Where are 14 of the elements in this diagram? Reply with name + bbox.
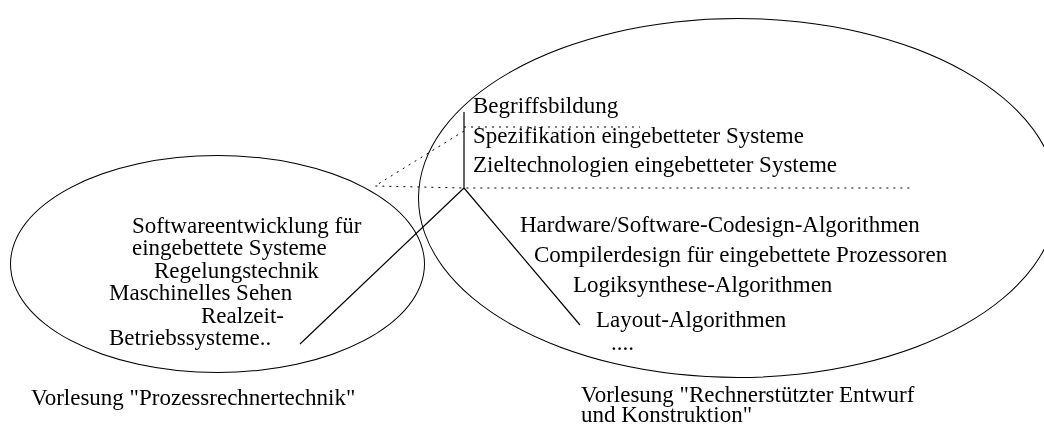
- connector-line: [299, 187, 465, 345]
- lecture-title: Vorlesung "Rechnerstützter Entwurf und Konstruktion": [581, 385, 916, 425]
- topic-text: Softwareentwicklung für eingebettete Systeme: [132, 215, 363, 259]
- topic-text: Hardware/Software-Codesign-Algorithmen: [520, 214, 920, 236]
- topic-text: Realzeit- Betriebssysteme..: [109, 305, 285, 349]
- topic-text: Layout-Algorithmen: [596, 309, 787, 331]
- topic-text: Logiksynthese-Algorithmen: [573, 274, 833, 296]
- topic-text: Begriffsbildung: [473, 95, 619, 117]
- topic-text: ....: [611, 332, 634, 354]
- topic-text: Zieltechnologien eingebetteter Systeme: [473, 154, 838, 176]
- topic-text: Compilerdesign für eingebettete Prozessoren: [534, 244, 948, 266]
- topic-text: Spezifikation eingebetteter Systeme: [473, 125, 804, 147]
- connector-line: [463, 187, 581, 326]
- lecture-title: Vorlesung "Prozessrechnertechnik": [31, 387, 356, 409]
